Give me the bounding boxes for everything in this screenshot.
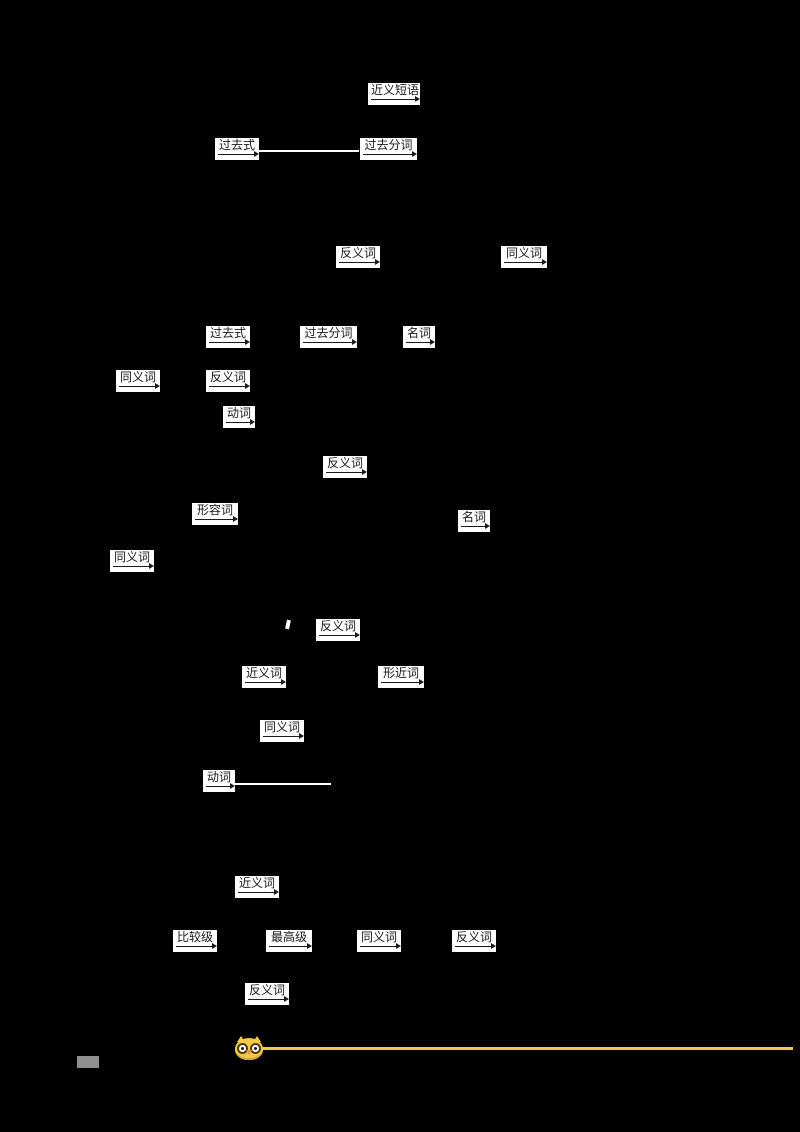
arrow-right-icon bbox=[455, 943, 496, 949]
vocab-label-text: 形容词 bbox=[196, 503, 233, 517]
blank-underline-1 bbox=[257, 150, 359, 152]
arrow-right-icon bbox=[248, 996, 289, 1002]
owl-pupil-left bbox=[241, 1047, 244, 1050]
vocab-label-text: 反义词 bbox=[455, 930, 492, 944]
vocab-label-text: 最高级 bbox=[270, 930, 307, 944]
arrow-right-icon bbox=[218, 151, 259, 157]
arrow-right-icon bbox=[339, 259, 380, 265]
arrow-right-icon bbox=[319, 632, 360, 638]
vocab-label: 同义词 bbox=[501, 246, 547, 268]
vocab-label: 近义短语 bbox=[368, 83, 420, 105]
arrow-right-icon bbox=[381, 679, 424, 685]
vocab-label-text: 反义词 bbox=[339, 246, 376, 260]
blank-underline-2 bbox=[235, 783, 331, 785]
vocab-label: 同义词 bbox=[260, 720, 304, 742]
arrow-right-icon bbox=[303, 339, 357, 345]
arrow-right-icon bbox=[119, 383, 160, 389]
vocab-label: 形容词 bbox=[192, 503, 238, 525]
vocab-label-text: 同义词 bbox=[505, 246, 542, 260]
owl-eye-right bbox=[250, 1043, 261, 1054]
vocab-label: 过去式 bbox=[215, 138, 259, 160]
vocab-label: 动词 bbox=[223, 406, 255, 428]
vocab-label: 同义词 bbox=[357, 930, 401, 952]
owl-eye-left bbox=[237, 1043, 248, 1054]
vocab-label-text: 近义词 bbox=[238, 876, 275, 890]
vocab-label: 近义词 bbox=[242, 666, 286, 688]
vocab-label: 最高级 bbox=[266, 930, 312, 952]
vocab-label-text: 动词 bbox=[226, 406, 251, 420]
gray-box bbox=[77, 1056, 99, 1068]
arrow-right-icon bbox=[176, 943, 217, 949]
vocab-label-text: 过去式 bbox=[209, 326, 246, 340]
arrow-right-icon bbox=[371, 96, 420, 102]
arrow-right-icon bbox=[461, 523, 490, 529]
vocab-label-text: 同义词 bbox=[113, 550, 150, 564]
owl-beak bbox=[246, 1050, 252, 1055]
vocab-label: 反义词 bbox=[323, 456, 367, 478]
owl-icon bbox=[235, 1036, 263, 1060]
vocab-label: 动词 bbox=[203, 770, 235, 792]
vocab-label-text: 同义词 bbox=[263, 720, 300, 734]
vocab-label: 反义词 bbox=[452, 930, 496, 952]
arrow-right-icon bbox=[363, 151, 417, 157]
vocab-label: 比较级 bbox=[173, 930, 217, 952]
arrow-right-icon bbox=[406, 339, 435, 345]
vocab-label-text: 反义词 bbox=[319, 619, 356, 633]
vocab-label-text: 过去分词 bbox=[304, 326, 353, 340]
arrow-right-icon bbox=[263, 733, 304, 739]
vocab-label-text: 同义词 bbox=[119, 370, 156, 384]
vocab-label-text: 同义词 bbox=[360, 930, 397, 944]
vocab-label-text: 过去分词 bbox=[364, 138, 413, 152]
arrow-right-icon bbox=[226, 419, 255, 425]
vocab-label: 反义词 bbox=[206, 370, 250, 392]
small-mark bbox=[285, 619, 291, 630]
arrow-right-icon bbox=[209, 339, 250, 345]
vocab-label: 形近词 bbox=[378, 666, 424, 688]
vocab-label-text: 名词 bbox=[406, 326, 431, 340]
vocab-label: 名词 bbox=[458, 510, 490, 532]
vocab-label-text: 反义词 bbox=[248, 983, 285, 997]
vocab-label-text: 比较级 bbox=[176, 930, 213, 944]
vocab-label: 同义词 bbox=[110, 550, 154, 572]
vocab-label: 近义词 bbox=[235, 876, 279, 898]
arrow-right-icon bbox=[269, 943, 312, 949]
vocab-label: 同义词 bbox=[116, 370, 160, 392]
arrow-right-icon bbox=[245, 679, 286, 685]
owl-pupil-right bbox=[254, 1047, 257, 1050]
arrow-right-icon bbox=[504, 259, 547, 265]
vocab-label-text: 近义词 bbox=[245, 666, 282, 680]
arrow-right-icon bbox=[206, 783, 235, 789]
vocab-label: 过去分词 bbox=[360, 138, 417, 160]
vocab-label: 名词 bbox=[403, 326, 435, 348]
vocab-label: 反义词 bbox=[245, 983, 289, 1005]
vocab-label-text: 形近词 bbox=[382, 666, 419, 680]
vocab-label-text: 名词 bbox=[461, 510, 486, 524]
vocab-label-text: 近义短语 bbox=[371, 83, 420, 97]
arrow-right-icon bbox=[113, 563, 154, 569]
vocab-label-text: 过去式 bbox=[218, 138, 255, 152]
arrow-right-icon bbox=[326, 469, 367, 475]
arrow-right-icon bbox=[238, 889, 279, 895]
vocab-label-text: 反义词 bbox=[326, 456, 363, 470]
arrow-right-icon bbox=[209, 383, 250, 389]
vocab-label: 反义词 bbox=[316, 619, 360, 641]
vocab-label: 反义词 bbox=[336, 246, 380, 268]
arrow-right-icon bbox=[195, 516, 238, 522]
vocab-label: 过去分词 bbox=[300, 326, 357, 348]
vocab-label: 过去式 bbox=[206, 326, 250, 348]
footer-accent-line bbox=[261, 1047, 793, 1050]
vocab-label-text: 动词 bbox=[206, 770, 231, 784]
arrow-right-icon bbox=[360, 943, 401, 949]
vocab-label-text: 反义词 bbox=[209, 370, 246, 384]
